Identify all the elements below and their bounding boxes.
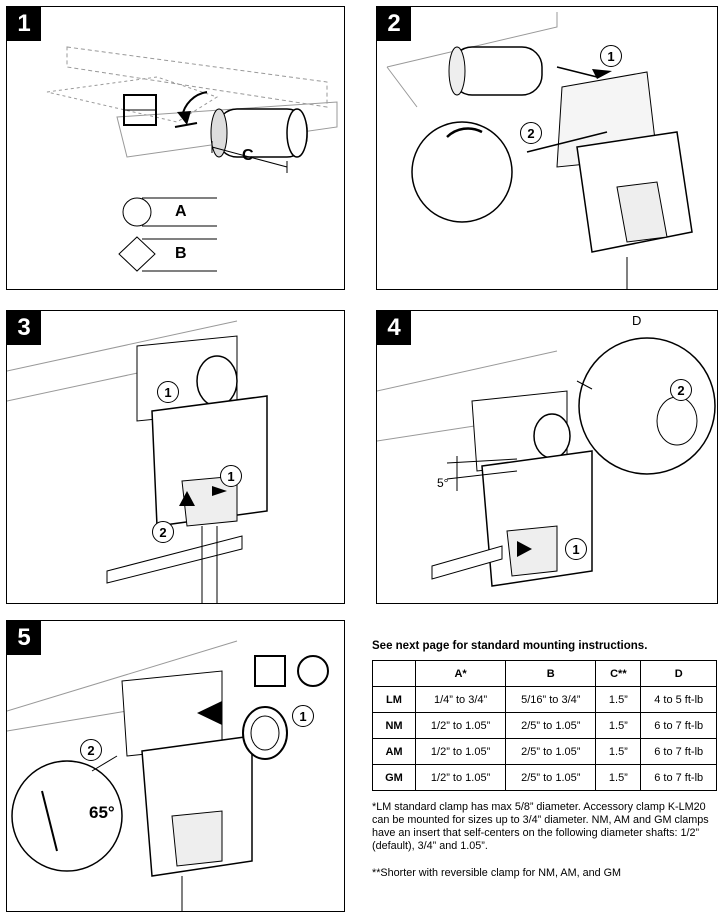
label-c: C: [242, 147, 254, 164]
angle-label: 5°: [437, 476, 449, 490]
callout-2: 2: [520, 122, 542, 144]
header-cell: [372, 660, 416, 687]
header-cell: C**: [595, 660, 642, 687]
footnotes: *LM standard clamp has max 5/8” diameter…: [372, 801, 717, 880]
label-d: D: [632, 313, 642, 328]
table-cell: 2/5” to 1.05”: [505, 738, 597, 765]
actuator-slide-on-illustration: [386, 12, 693, 289]
step-number: 1: [7, 7, 41, 41]
actuator-tighten-illustration: [377, 337, 716, 587]
step-4-panel: 4 D 5° 2 1: [376, 310, 718, 604]
row-label: AM: [372, 738, 416, 765]
header-cell: A*: [414, 660, 507, 687]
header-cell: B: [505, 660, 597, 687]
table-cell: 1.5”: [595, 764, 642, 791]
shaft-measure-illustration: [46, 46, 338, 272]
table-cell: 1/2” to 1.05”: [414, 738, 507, 765]
step-1-panel: 1 C A B: [6, 6, 345, 290]
actuator-mount-illustration: [7, 320, 268, 603]
footnote-2: **Shorter with reversible clamp for NM, …: [372, 867, 622, 879]
table-row: NM 1/2” to 1.05” 2/5” to 1.05” 1.5” 6 to…: [372, 712, 717, 739]
mounting-note: See next page for standard mounting inst…: [372, 640, 648, 652]
callout-1-right: 1: [220, 465, 242, 487]
step-number: 2: [377, 7, 411, 41]
row-label: NM: [372, 712, 416, 739]
table-cell: 2/5” to 1.05”: [505, 764, 597, 791]
table-cell: 1.5”: [595, 712, 642, 739]
clamp-spec-table: A* B C** D LM 1/4” to 3/4” 5/16” to 3/4”…: [372, 660, 717, 791]
callout-1: 1: [600, 45, 622, 67]
label-a: A: [175, 203, 187, 220]
table-cell: 6 to 7 ft-lb: [640, 738, 717, 765]
row-label: LM: [372, 686, 416, 713]
table-cell: 2/5” to 1.05”: [505, 712, 597, 739]
table-cell: 6 to 7 ft-lb: [640, 764, 717, 791]
table-cell: 1/2” to 1.05”: [414, 712, 507, 739]
table-cell: 1.5”: [595, 738, 642, 765]
table-cell: 5/16” to 3/4”: [505, 686, 597, 713]
table-cell: 1/4” to 3/4”: [414, 686, 507, 713]
table-row: GM 1/2” to 1.05” 2/5” to 1.05” 1.5” 6 to…: [372, 764, 717, 791]
table-row: AM 1/2” to 1.05” 2/5” to 1.05” 1.5” 6 to…: [372, 738, 717, 765]
step-3-panel: 3 1 1 2: [6, 310, 345, 604]
step-number: 3: [7, 311, 41, 345]
table-row: LM 1/4” to 3/4” 5/16” to 3/4” 1.5” 4 to …: [372, 686, 717, 713]
step-number: 5: [7, 621, 41, 655]
table-cell: 1/2” to 1.05”: [414, 764, 507, 791]
table-cell: 4 to 5 ft-lb: [640, 686, 717, 713]
header-cell: D: [640, 660, 717, 687]
step-2-panel: 2 1 2: [376, 6, 718, 290]
callout-1: 1: [292, 705, 314, 727]
table-header-row: A* B C** D: [372, 660, 717, 687]
callout-2: 2: [152, 521, 174, 543]
angle-label: 65°: [89, 803, 115, 822]
clamp-insert-illustration: [7, 640, 329, 911]
callout-2: 2: [80, 739, 102, 761]
footnote-1: *LM standard clamp has max 5/8” diameter…: [372, 801, 709, 852]
table-cell: 1.5”: [595, 686, 642, 713]
step-number: 4: [377, 311, 411, 345]
row-label: GM: [372, 764, 416, 791]
callout-2: 2: [670, 379, 692, 401]
callout-1: 1: [565, 538, 587, 560]
step-5-panel: 5 1 2 65°: [6, 620, 345, 912]
table-cell: 6 to 7 ft-lb: [640, 712, 717, 739]
label-b: B: [175, 245, 187, 262]
callout-1-top: 1: [157, 381, 179, 403]
specs-section: See next page for standard mounting inst…: [372, 640, 717, 894]
